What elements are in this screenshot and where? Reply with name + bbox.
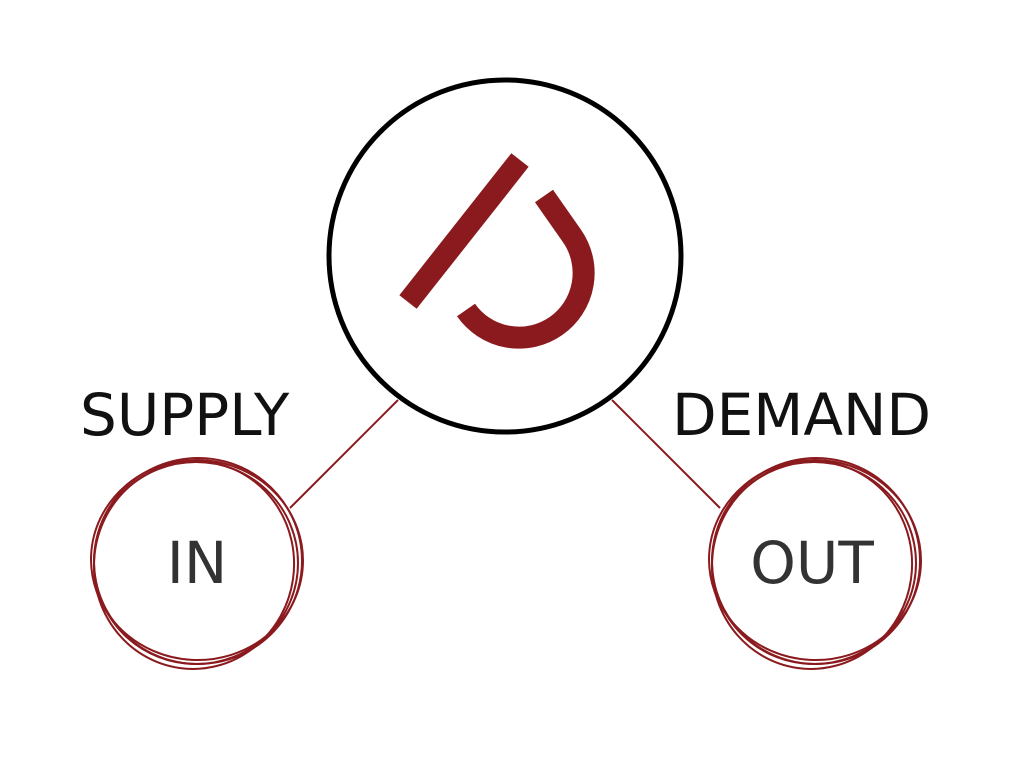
center-circle xyxy=(326,77,684,435)
in-node-circle xyxy=(90,456,304,670)
out-node-label: OUT xyxy=(750,529,874,597)
connector-line-right xyxy=(611,399,721,509)
droplet-logo-icon xyxy=(399,153,595,349)
supply-label: SUPPLY xyxy=(80,381,290,449)
in-node-label: IN xyxy=(166,529,228,597)
demand-label: DEMAND xyxy=(672,381,932,449)
connector-line-left xyxy=(289,399,399,509)
out-node-circle xyxy=(708,456,922,670)
